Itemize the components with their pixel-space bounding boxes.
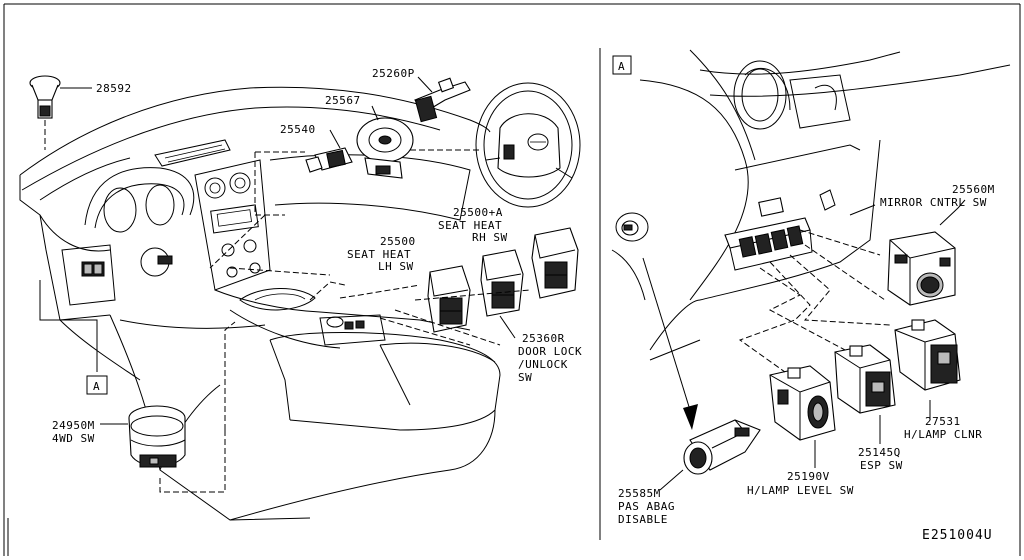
instrument-panel-closeup — [611, 49, 1011, 361]
part-label-28592: 28592 — [96, 82, 132, 95]
part-25145Q-illustration — [834, 344, 896, 414]
view-a-marker-right-label: A — [618, 60, 625, 73]
part-25560M-illustration — [887, 231, 956, 306]
part-label-25360R: 25360R — [522, 332, 565, 345]
part-25500-illustration — [427, 265, 471, 333]
steering-wheel-illustration — [475, 82, 581, 208]
part-label-25560M: 25560M — [952, 183, 995, 196]
part-desc-25360R-1: DOOR LOCK — [518, 345, 582, 358]
part-label-25500: 25500 — [380, 235, 416, 248]
part-25190V-illustration — [769, 365, 836, 441]
part-label-25260P: 25260P — [372, 67, 415, 80]
part-desc-25500A-2: RH SW — [472, 231, 508, 244]
part-desc-25560M: MIRROR CNTRL SW — [880, 196, 987, 209]
part-desc-25190V: H/LAMP LEVEL SW — [747, 484, 854, 497]
view-a-marker-left-label: A — [93, 380, 100, 393]
part-desc-25585M-2: DISABLE — [618, 513, 668, 526]
part-desc-25145Q: ESP SW — [860, 459, 903, 472]
part-label-25500A: 25500+A — [453, 206, 503, 219]
part-25360R-illustration — [480, 249, 524, 317]
part-label-25567: 25567 — [325, 94, 361, 107]
arrow-shaft — [642, 257, 691, 411]
part-25567-illustration — [356, 105, 414, 179]
part-desc-25360R-2: /UNLOCK — [518, 358, 568, 371]
part-27531-illustration — [894, 319, 961, 391]
part-25540-illustration — [305, 129, 353, 173]
part-25500A-illustration — [531, 227, 579, 299]
part-desc-25500A-1: SEAT HEAT — [438, 219, 502, 232]
diagram-id: E251004U — [922, 528, 993, 543]
part-label-25540: 25540 — [280, 123, 316, 136]
view-a-marker-right — [612, 55, 632, 75]
part-25260P-illustration — [414, 76, 471, 123]
part-label-27531: 27531 — [925, 415, 961, 428]
part-label-25190V: 25190V — [787, 470, 830, 483]
part-24950M-illustration — [128, 405, 226, 493]
part-label-24950M: 24950M — [52, 419, 95, 432]
part-label-25145Q: 25145Q — [858, 446, 901, 459]
view-a-marker-left — [86, 375, 108, 395]
part-desc-25500-1: SEAT HEAT — [347, 248, 411, 261]
part-desc-25585M-1: PAS ABAG — [618, 500, 675, 513]
part-desc-25360R-3: SW — [518, 371, 532, 384]
part-label-25585M: 25585M — [618, 487, 661, 500]
passenger-airbag-indicator-location — [615, 212, 649, 242]
part-desc-24950M: 4WD SW — [52, 432, 95, 445]
part-desc-27531: H/LAMP CLNR — [904, 428, 982, 441]
part-desc-25500-2: LH SW — [378, 260, 414, 273]
part-25585M-illustration — [683, 419, 761, 475]
part-28592-illustration — [29, 75, 92, 150]
arrow-head — [683, 404, 698, 430]
